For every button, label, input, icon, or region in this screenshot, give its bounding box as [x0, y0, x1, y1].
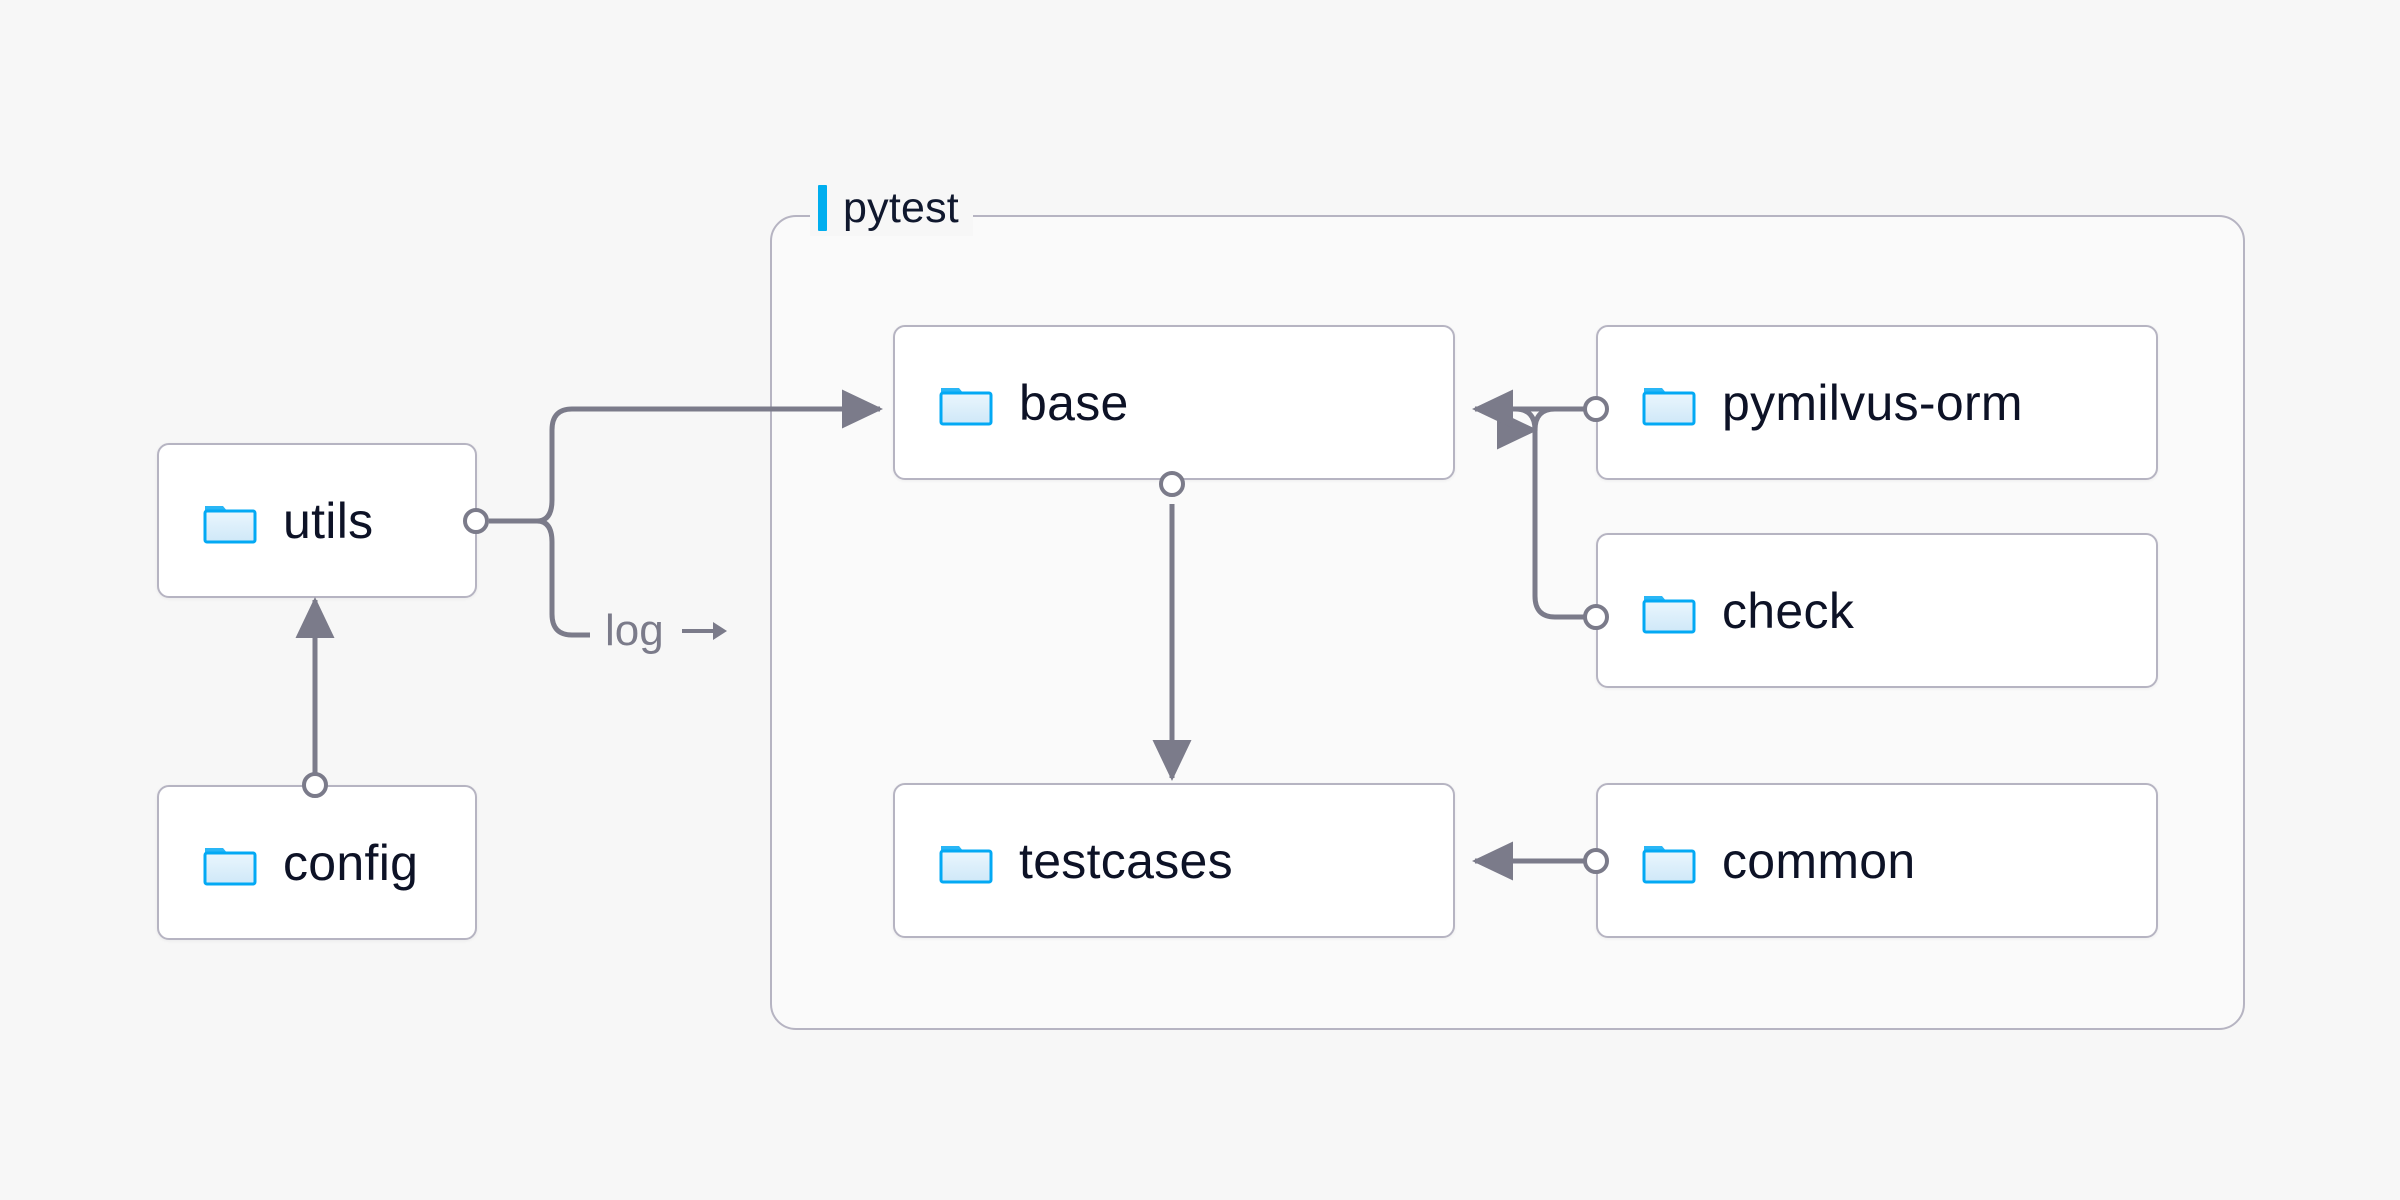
handle-pymilvus-orm-left[interactable] [1583, 396, 1609, 422]
node-check-content: check [1598, 586, 1854, 636]
node-utils-label: utils [283, 492, 374, 549]
node-common-label: common [1722, 832, 1916, 889]
node-base-content: base [895, 378, 1129, 428]
node-config[interactable]: config [157, 785, 477, 940]
edge-label-log: log [595, 607, 738, 655]
folder-icon [1642, 387, 1696, 425]
folder-icon [939, 845, 993, 883]
node-config-label: config [283, 834, 419, 891]
handle-base-bottom[interactable] [1159, 471, 1185, 497]
node-testcases-label: testcases [1019, 832, 1233, 889]
folder-icon [1642, 845, 1696, 883]
group-accent-bar [818, 185, 827, 231]
handle-check-left[interactable] [1583, 604, 1609, 630]
handle-utils-right[interactable] [463, 508, 489, 534]
folder-icon [203, 847, 257, 885]
node-check-label: check [1722, 582, 1855, 639]
node-pymilvus-orm-content: pymilvus-orm [1598, 378, 2023, 428]
edge-utils-to-log [536, 518, 590, 638]
handle-common-left[interactable] [1583, 848, 1609, 874]
node-config-content: config [159, 838, 418, 888]
node-base[interactable]: base [893, 325, 1455, 480]
node-common[interactable]: common [1596, 783, 2158, 938]
node-base-label: base [1019, 374, 1129, 431]
folder-icon [1642, 595, 1696, 633]
node-pymilvus-orm-label: pymilvus-orm [1722, 374, 2023, 431]
node-common-content: common [1598, 836, 1916, 886]
node-pymilvus-orm[interactable]: pymilvus-orm [1596, 325, 2158, 480]
group-title: pytest [843, 183, 959, 232]
node-utils[interactable]: utils [157, 443, 477, 598]
node-check[interactable]: check [1596, 533, 2158, 688]
edge-label-arrow-icon [681, 622, 727, 640]
folder-icon [939, 387, 993, 425]
node-testcases-content: testcases [895, 836, 1233, 886]
edge-label-log-text: log [605, 606, 664, 655]
node-utils-content: utils [159, 496, 373, 546]
handle-config-top[interactable] [302, 772, 328, 798]
folder-icon [203, 505, 257, 543]
group-pytest-label: pytest [810, 180, 973, 236]
node-testcases[interactable]: testcases [893, 783, 1455, 938]
